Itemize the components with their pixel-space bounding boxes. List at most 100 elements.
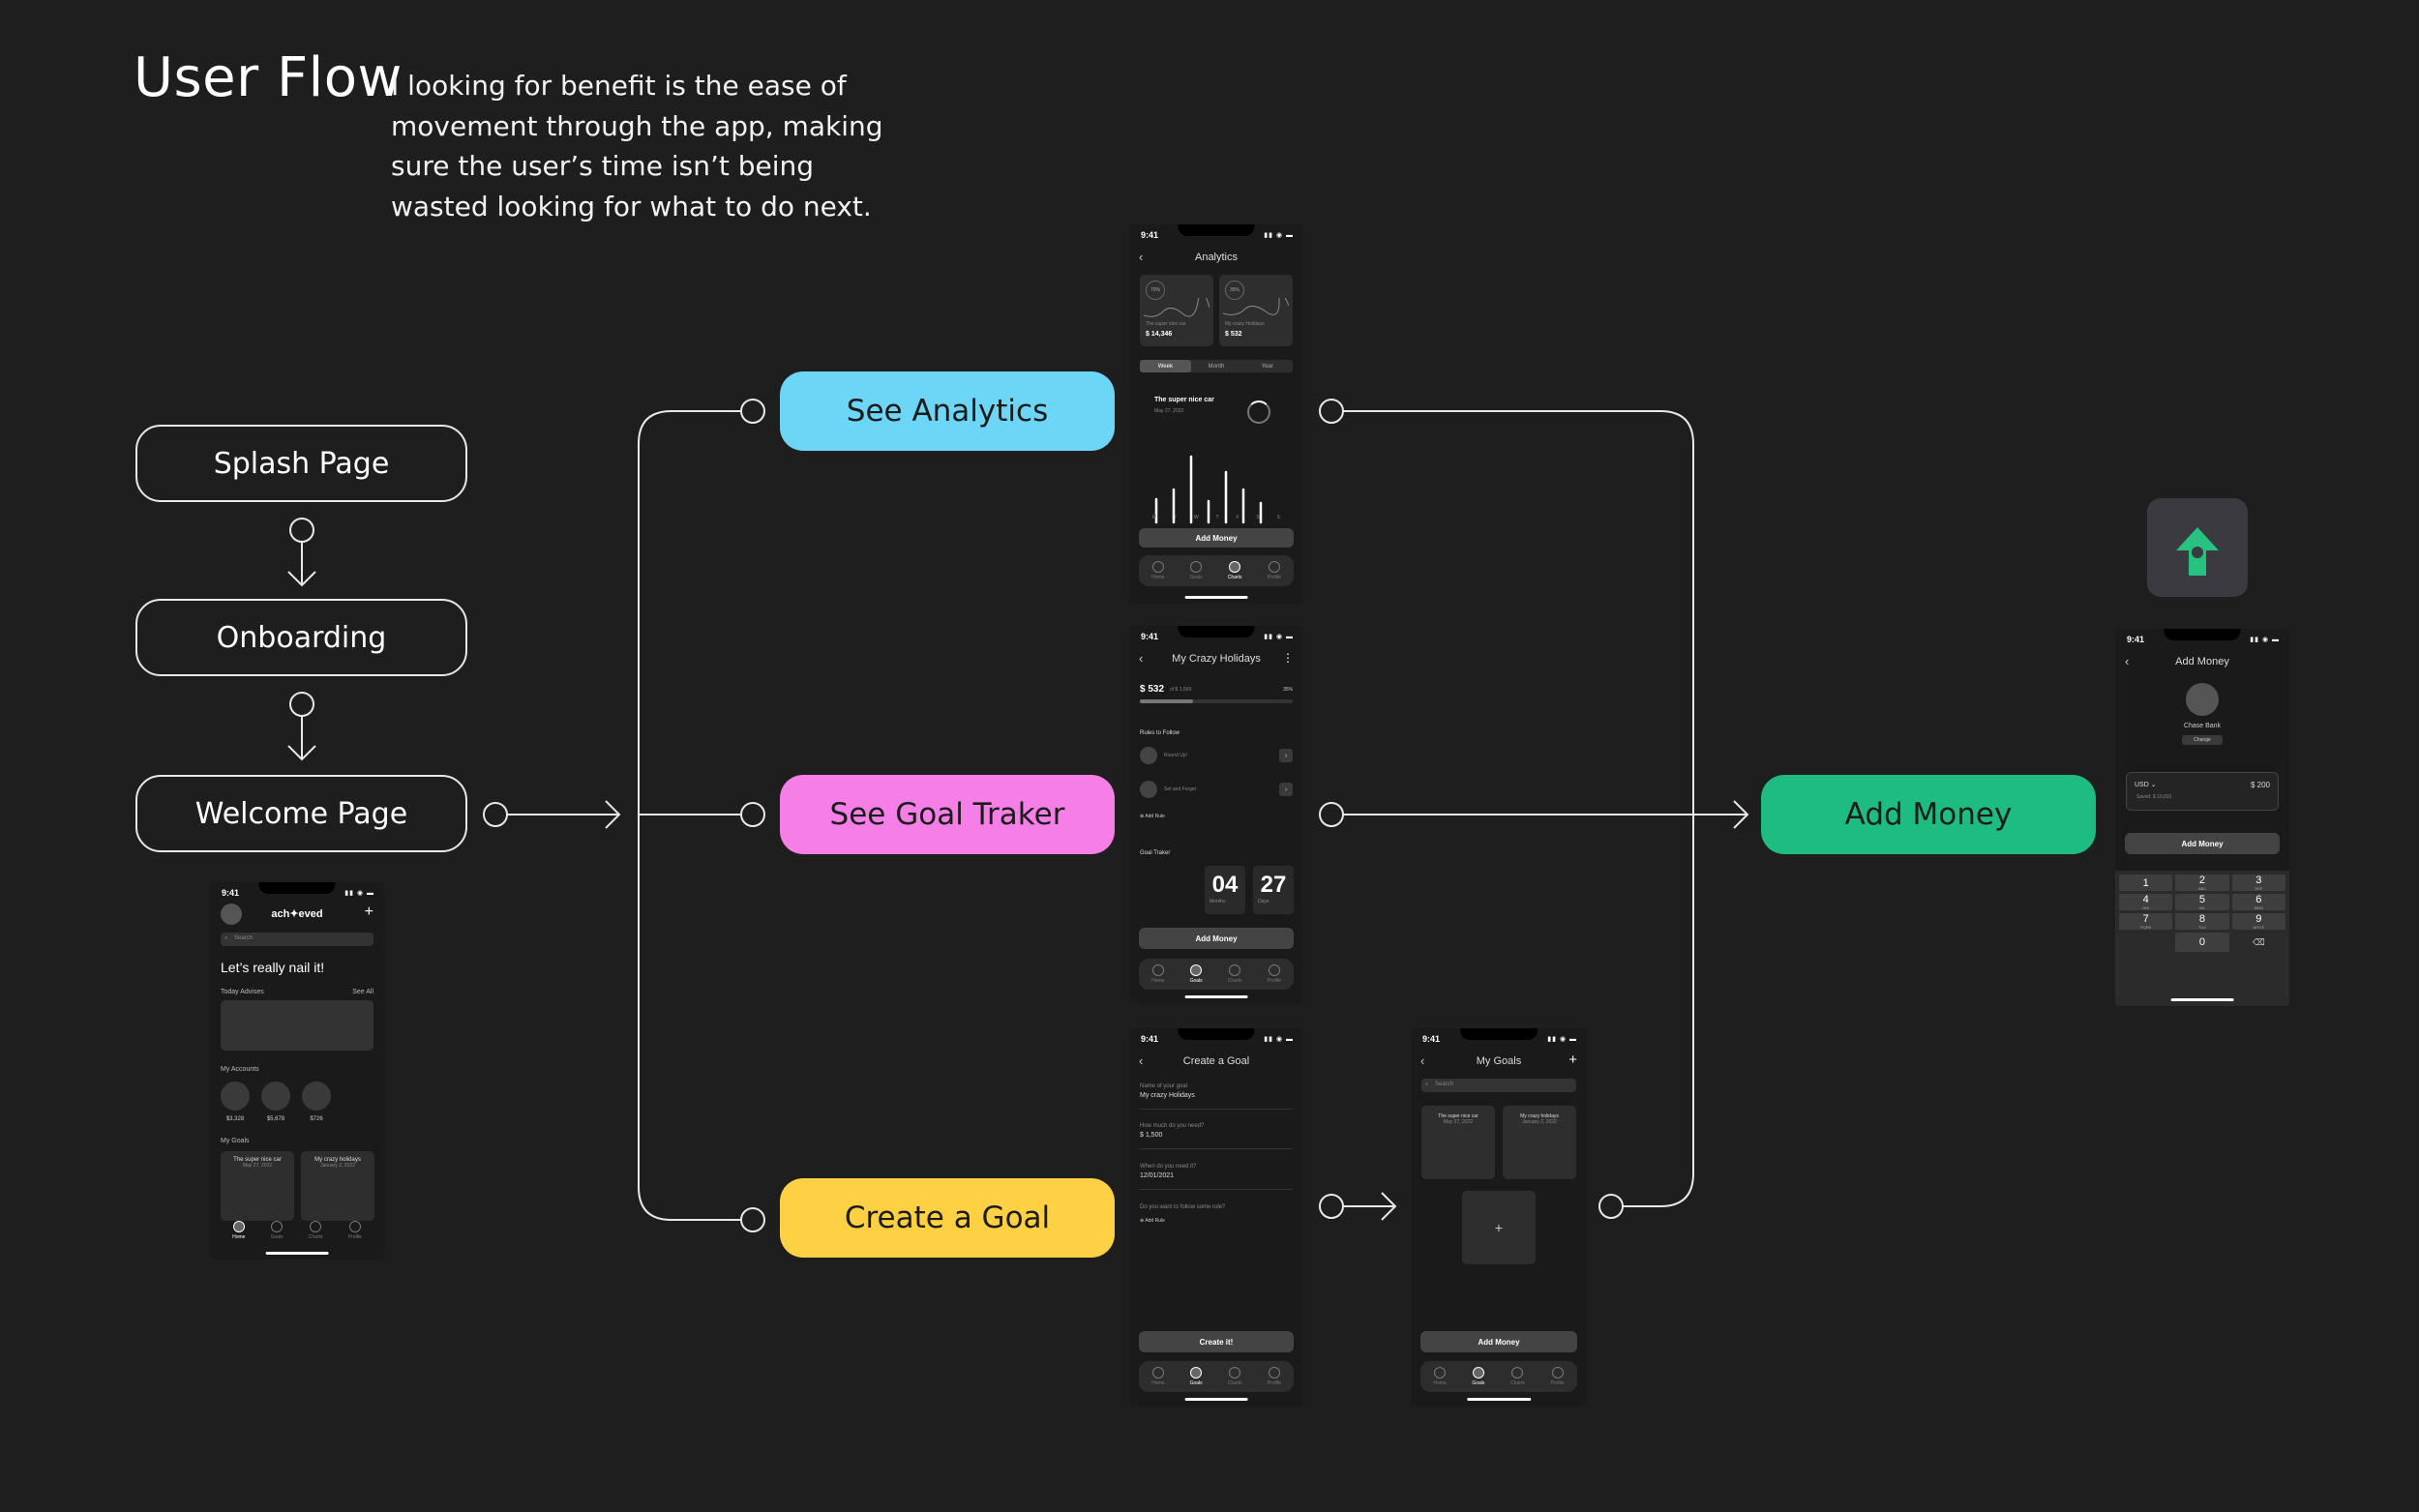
connector-node — [1319, 399, 1344, 424]
add-money-node: Add Money — [1761, 775, 2096, 854]
tab-home[interactable]: Home — [232, 1221, 245, 1240]
tab-goals[interactable]: Goals — [1190, 561, 1203, 580]
add-money-button[interactable]: Add Money — [1139, 928, 1294, 949]
home-indicator — [2170, 998, 2234, 1001]
tab-profile[interactable]: Profile — [1268, 1367, 1281, 1386]
chevron-right-icon[interactable]: › — [1279, 749, 1293, 762]
goal-target: of $ 1,500 — [1170, 687, 1192, 693]
back-icon[interactable]: ‹ — [1139, 651, 1144, 666]
add-money-button[interactable]: Add Money — [1420, 1331, 1577, 1352]
more-icon[interactable]: ⋮ — [1282, 651, 1294, 665]
add-rule-button[interactable]: ⊕ Add Rule — [1140, 1218, 1165, 1224]
tab-profile[interactable]: Profile — [348, 1221, 362, 1240]
account-avatar[interactable] — [302, 1082, 331, 1111]
see-goal-traker-node: See Goal Traker — [780, 775, 1115, 854]
tab-charts[interactable]: Charts — [1228, 561, 1242, 580]
connector-node — [740, 802, 765, 827]
tab-goals[interactable]: Goals — [1190, 1367, 1203, 1386]
tab-home[interactable]: Home — [1151, 561, 1164, 580]
plus-icon[interactable]: + — [364, 904, 373, 920]
goal-card[interactable]: My crazy holidays January 2, 2022 — [1503, 1106, 1576, 1179]
account-balance: $726 — [310, 1116, 323, 1122]
home-indicator — [1184, 995, 1248, 998]
tab-profile[interactable]: Profile — [1550, 1367, 1565, 1386]
search-input[interactable]: ⌕ Search — [1421, 1079, 1576, 1092]
tab-charts[interactable]: Charts — [1510, 1367, 1525, 1386]
status-time: 9:41 — [1141, 230, 1159, 240]
goal-date-field[interactable]: When do you need it? 12/01/2021 — [1140, 1164, 1293, 1190]
goal-summary-card[interactable]: 35% My crazy Holidays $ 532 — [1219, 275, 1293, 346]
tab-charts[interactable]: Charts — [309, 1221, 323, 1240]
tab-profile[interactable]: Profile — [1268, 561, 1281, 580]
create-it-button[interactable]: Create it! — [1139, 1331, 1294, 1352]
status-icons: ▮▮ ◉ ▬ — [1264, 232, 1294, 239]
add-money-button[interactable]: Add Money — [2125, 833, 2280, 854]
account-avatar[interactable] — [221, 1082, 250, 1111]
keypad-key-0[interactable]: 0 — [2175, 933, 2229, 952]
status-time: 9:41 — [1422, 1034, 1441, 1044]
goal-card[interactable]: My crazy holidays January 2, 2022 — [301, 1151, 374, 1221]
account-avatar[interactable] — [261, 1082, 290, 1111]
advise-card[interactable] — [221, 1000, 373, 1051]
delete-icon[interactable]: ⌫ — [2252, 936, 2265, 947]
add-goal-card[interactable]: + — [1462, 1191, 1536, 1264]
keypad-key-1[interactable]: 1 — [2119, 875, 2173, 891]
back-icon[interactable]: ‹ — [1420, 1053, 1425, 1068]
tab-charts[interactable]: Charts — [1228, 1367, 1242, 1386]
day-label: W — [1193, 515, 1199, 520]
add-rule-button[interactable]: ⊕ Add Rule — [1140, 814, 1165, 819]
home-indicator — [1184, 1398, 1248, 1401]
connector-node — [1319, 1194, 1344, 1219]
plus-icon[interactable]: + — [1568, 1052, 1577, 1068]
my-goals-label: My Goals — [221, 1138, 250, 1144]
connector-node — [289, 518, 314, 543]
search-icon: ⌕ — [1425, 1082, 1429, 1087]
currency-select[interactable]: USD ⌄ — [2135, 782, 2157, 788]
chevron-right-icon[interactable]: › — [1279, 783, 1293, 796]
tab-profile[interactable]: Profile — [1268, 964, 1281, 984]
goal-card[interactable]: The super nice car May 27, 2022 — [1421, 1106, 1495, 1179]
back-icon[interactable]: ‹ — [2125, 654, 2130, 668]
search-input[interactable]: ⌕ Search — [221, 933, 373, 946]
avatar[interactable] — [221, 904, 242, 925]
sparkline — [1223, 298, 1289, 315]
home-indicator — [1184, 596, 1248, 599]
headline: Let’s really nail it! — [221, 960, 325, 975]
back-icon[interactable]: ‹ — [1139, 250, 1144, 264]
tab-bar: Home Goals Charts Profile — [1139, 1361, 1294, 1392]
tab-home[interactable]: Home — [1151, 964, 1164, 984]
tab-goals[interactable]: Goals — [1190, 964, 1203, 984]
tab-home[interactable]: Home — [1433, 1367, 1447, 1386]
tab-goals[interactable]: Goals — [1472, 1367, 1484, 1386]
tab-charts[interactable]: Charts — [1228, 964, 1242, 984]
tab-goals[interactable]: Goals — [271, 1221, 284, 1240]
segment-year[interactable]: Year — [1261, 363, 1273, 370]
add-money-button[interactable]: Add Money — [1139, 528, 1294, 548]
segment-month[interactable]: Month — [1208, 363, 1225, 370]
tab-bar: Home Goals Charts Profile — [220, 1215, 374, 1246]
goal-amount-field[interactable]: How much do you need? $ 1,500 — [1140, 1123, 1293, 1149]
card-amount: $ 532 — [1225, 331, 1242, 338]
back-icon[interactable]: ‹ — [1139, 1053, 1144, 1068]
add-money-screen: 9:41 ▮▮ ◉ ▬ ‹ Add Money Chase Bank Chang… — [2115, 629, 2289, 1006]
goal-traker-screen: 9:41 ▮▮ ◉ ▬ ‹ My Crazy Holidays ⋮ $ 532 … — [1129, 626, 1303, 1003]
goal-card[interactable]: The super nice car May 27, 2022 — [221, 1151, 294, 1221]
goal-amount: $ 532 — [1140, 684, 1165, 695]
tab-home[interactable]: Home — [1151, 1367, 1164, 1386]
change-bank-button[interactable]: Change — [2182, 735, 2223, 745]
search-placeholder: Search — [234, 935, 254, 941]
see-all-link[interactable]: See All — [352, 989, 373, 995]
goal-summary-card[interactable]: 70% The super nice car $ 14,346 — [1140, 275, 1213, 346]
segment-week[interactable]: Week — [1140, 360, 1191, 372]
amount-input[interactable]: USD ⌄ $ 200 Saved: $ 10,831 — [2126, 772, 2279, 811]
goal-name-field[interactable]: Name of your goal My crazy Holidays — [1140, 1083, 1293, 1110]
months-label: Months — [1210, 899, 1226, 904]
